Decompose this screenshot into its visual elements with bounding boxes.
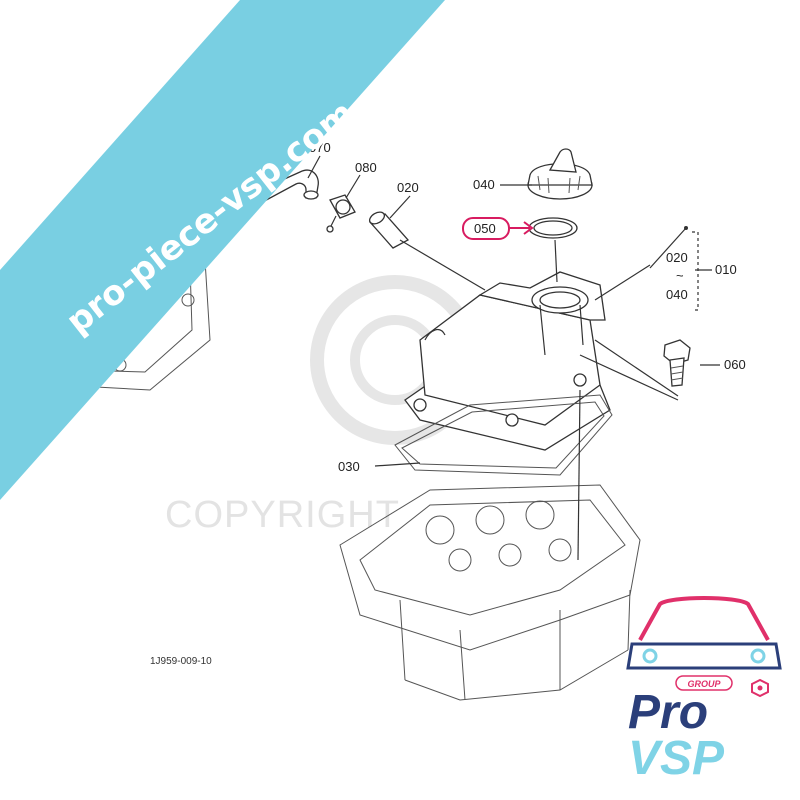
car-outline-icon bbox=[626, 596, 782, 670]
callout-010: 010 bbox=[715, 262, 737, 277]
clamp-080 bbox=[326, 194, 356, 233]
logo-vsp: VSP bbox=[628, 732, 725, 785]
watermark-text: COPYRIGHT bbox=[165, 494, 400, 536]
callout-040-cap: 040 bbox=[473, 177, 495, 192]
callout-050: 050 bbox=[474, 221, 496, 236]
callout-060: 060 bbox=[724, 357, 746, 372]
o-ring-050 bbox=[528, 217, 578, 239]
logo-pro: Pro bbox=[628, 686, 708, 739]
oil-cap-040 bbox=[527, 148, 593, 200]
site-banner: pro-piece-vsp.com bbox=[0, 0, 445, 500]
logo-group: GROUP bbox=[687, 679, 721, 689]
range-tilde: ~ bbox=[676, 268, 684, 283]
range-bracket bbox=[692, 231, 699, 311]
cylinder-head bbox=[339, 484, 641, 701]
figure-code: 1J959-009-10 bbox=[150, 656, 212, 667]
callout-040-range: 040 bbox=[666, 287, 688, 302]
highlight-050 bbox=[462, 217, 534, 240]
leader-lines bbox=[307, 155, 720, 561]
callout-080: 080 bbox=[355, 160, 377, 175]
banner-band bbox=[0, 0, 445, 500]
gasket-030 bbox=[394, 394, 613, 476]
provsp-logo: GROUP Pro VSP bbox=[626, 596, 782, 785]
callout-030: 030 bbox=[338, 459, 360, 474]
bolt-badge-icon bbox=[751, 678, 769, 698]
valve-cover-010 bbox=[404, 271, 611, 451]
callout-020-pipe: 020 bbox=[397, 180, 419, 195]
pipe-020 bbox=[368, 211, 410, 249]
copyright-watermark: COPYRIGHT bbox=[165, 275, 480, 536]
callout-020-range: 020 bbox=[666, 250, 688, 265]
bolt-060 bbox=[663, 339, 691, 387]
